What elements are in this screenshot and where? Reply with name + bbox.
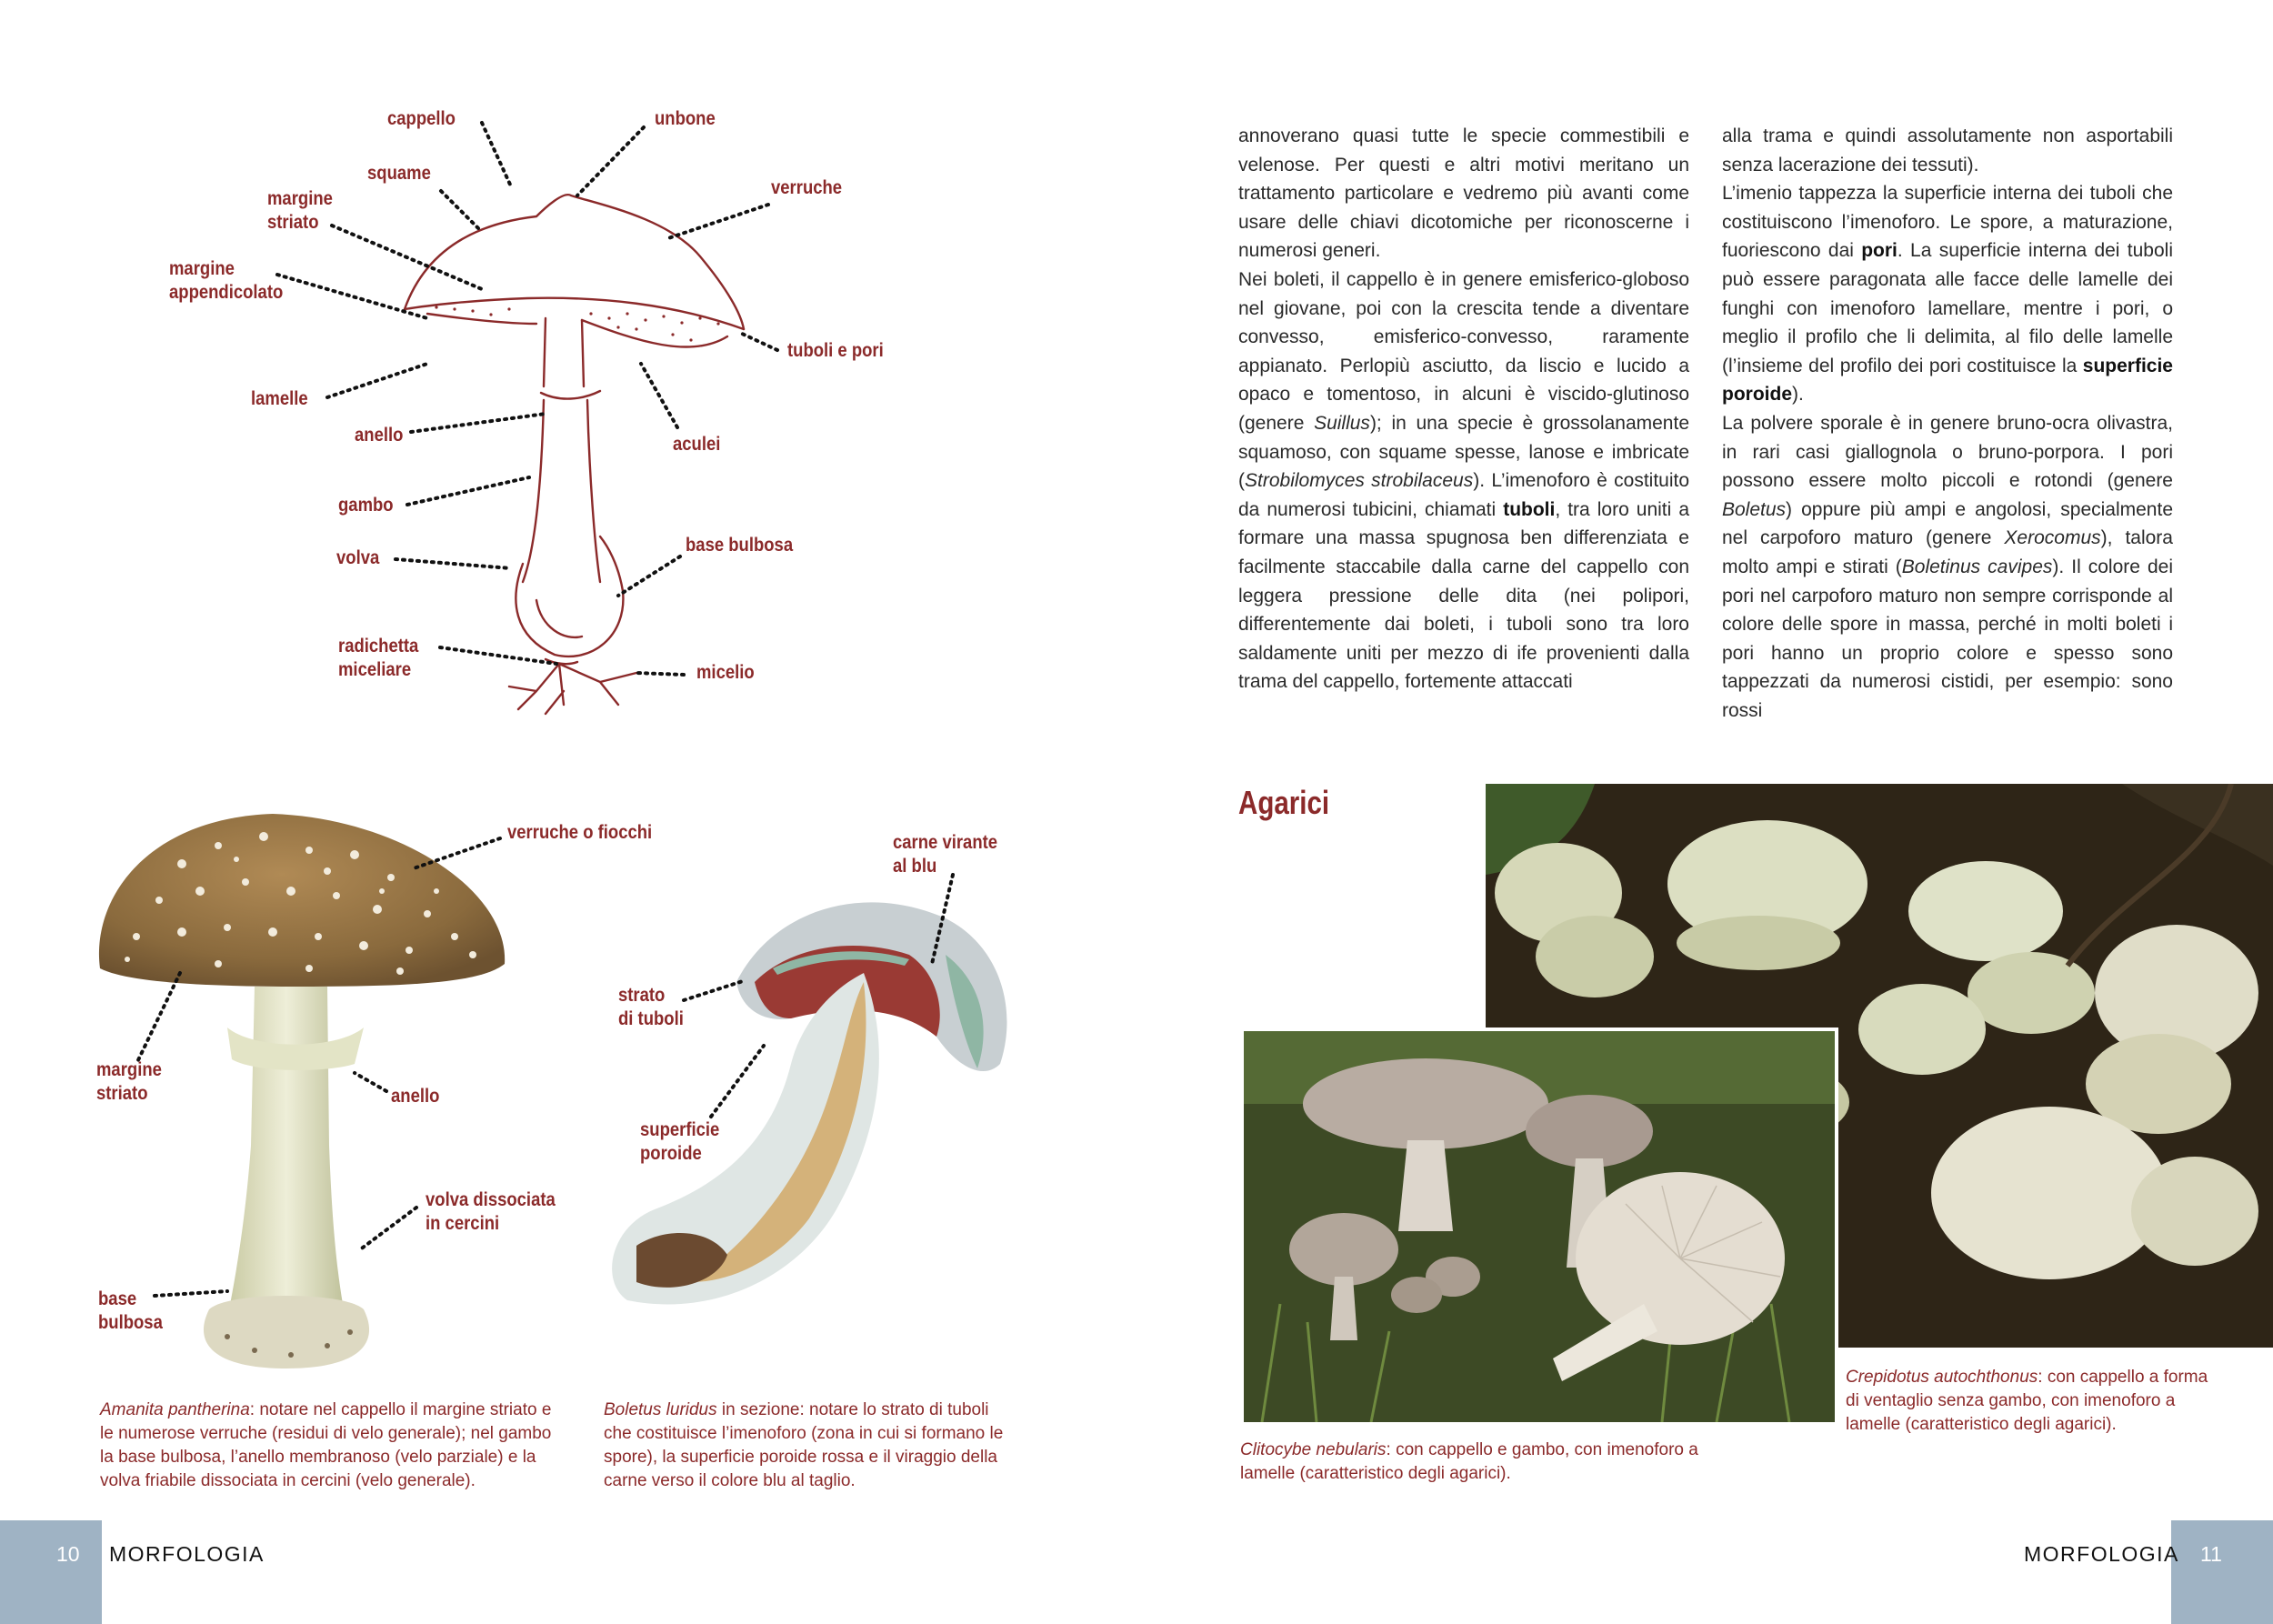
label-base-bulbosa: base bulbosa [686,535,794,556]
label-margine-striato: margine striato [267,188,333,233]
label-photo1-margine-striato: margine striato [96,1059,162,1104]
page-number-left: 10 [56,1542,80,1566]
caption-clitocybe-species: Clitocybe nebularis [1240,1440,1387,1459]
left-page: cappello unbone squame verruche margine … [0,0,1136,1624]
label-verruche: verruche [771,177,843,198]
col2-para3d: ). Il colore dei pori nel carpoforo matu… [1722,556,2173,721]
col2-pori: pori [1861,240,1898,262]
label-micelio: micelio [696,662,755,683]
label-carne-virante: carne virante al blu [893,832,998,877]
col2-para3b: ) oppure più ampi e angolosi, specialmen… [1722,498,2173,549]
caption-boletus-text: in sezione: notare lo strato di tuboli c… [604,1400,1004,1490]
col1-para2d: , tra loro uniti a formare una massa spu… [1238,498,1689,693]
col2-para3c: ), talora molto ampi e stirati ( [1722,527,2173,577]
section-heading-agarici: Agarici [1238,784,1330,821]
caption-crepidotus-species: Crepidotus autochthonus [1846,1368,2038,1387]
label-superficie-poroide: superficie poroide [640,1119,720,1164]
col1-para2a: Nei boleti, il cappello è in genere emis… [1238,268,1689,434]
col2-para2c: ). [1792,384,1804,406]
body-column-2: alla trama e quindi assolutamente non as… [1722,122,2173,725]
label-radichetta-miceliare: radichetta miceliare [338,636,419,680]
body-column-1: annoverano quasi tutte le specie commest… [1238,122,1689,697]
caption-amanita: Amanita pantherina: notare nel cappello … [100,1398,555,1493]
caption-crepidotus: Crepidotus autochthonus: con cappello a … [1846,1366,2209,1437]
col1-para1: annoverano quasi tutte le specie commest… [1238,125,1689,262]
col2-boletinus: Boletinus cavipes [1901,556,2053,577]
label-strato-tuboli: strato di tuboli [618,985,684,1029]
col1-para2c: ). L’imenoforo è costituito da numerosi … [1238,470,1690,520]
mushroom-anatomy-diagram [275,121,779,716]
col2-para1: alla trama e quindi assolutamente non as… [1722,125,2173,175]
caption-boletus: Boletus luridus in sezione: notare lo st… [604,1398,1008,1493]
label-aculei: aculei [673,434,721,455]
footer-title-left: MORFOLOGIA [109,1542,265,1566]
col1-para2b: ); in una specie è grossolanamente squam… [1238,412,1689,492]
col1-strobilomyces: Strobilomyces strobilaceus [1245,470,1474,492]
col2-para3a: La polvere sporale è in genere bruno-ocr… [1722,412,2173,492]
label-anello: anello [355,425,404,446]
col2-superficie-poroide: superficie poroide [1722,355,2173,406]
label-volva-dissociata: volva dissociata in cercini [426,1189,556,1234]
caption-clitocybe-text: : con cappello e gambo, con imenoforo a … [1240,1440,1698,1483]
caption-crepidotus-text: : con cappello a forma di ventaglio senz… [1846,1368,2208,1434]
label-margine-appendicolato: margine appendicolato [169,258,284,303]
right-page: annoverano quasi tutte le specie commest… [1136,0,2273,1624]
page-number-box-right [2171,1520,2273,1624]
label-unbone: unbone [655,108,716,129]
footer-title-right: MORFOLOGIA [2024,1542,2179,1566]
label-tuboli-pori: tuboli e pori [787,340,884,361]
caption-amanita-species: Amanita pantherina [100,1400,250,1419]
page-number-right: 11 [2200,1542,2222,1566]
label-lamelle: lamelle [251,388,308,409]
clitocybe-photo [1240,1028,1838,1426]
label-photo1-base-bulbosa: base bulbosa [98,1288,163,1333]
col2-boletus: Boletus [1722,498,1787,520]
label-verruche-fiocchi: verruche o fiocchi [507,822,653,843]
caption-boletus-species: Boletus luridus [604,1400,717,1419]
label-cappello: cappello [387,108,456,129]
label-squame: squame [367,163,431,184]
col1-tuboli: tuboli [1503,498,1556,520]
page-number-box-left [0,1520,102,1624]
label-photo1-anello: anello [391,1086,440,1107]
col2-xerocomus: Xerocomus [2004,527,2101,549]
col2-para2a: L’imenio tappezza la superficie interna … [1722,183,2173,262]
col1-suillus: Suillus [1314,412,1370,434]
col2-para2b: . La superficie interna dei tuboli può e… [1722,240,2173,376]
amanita-pantherina-photo [98,814,506,1368]
caption-amanita-text: : notare nel cappello il margine striato… [100,1400,552,1490]
label-volva: volva [336,547,380,568]
caption-clitocybe: Clitocybe nebularis: con cappello e gamb… [1240,1439,1713,1486]
label-gambo: gambo [338,495,394,516]
